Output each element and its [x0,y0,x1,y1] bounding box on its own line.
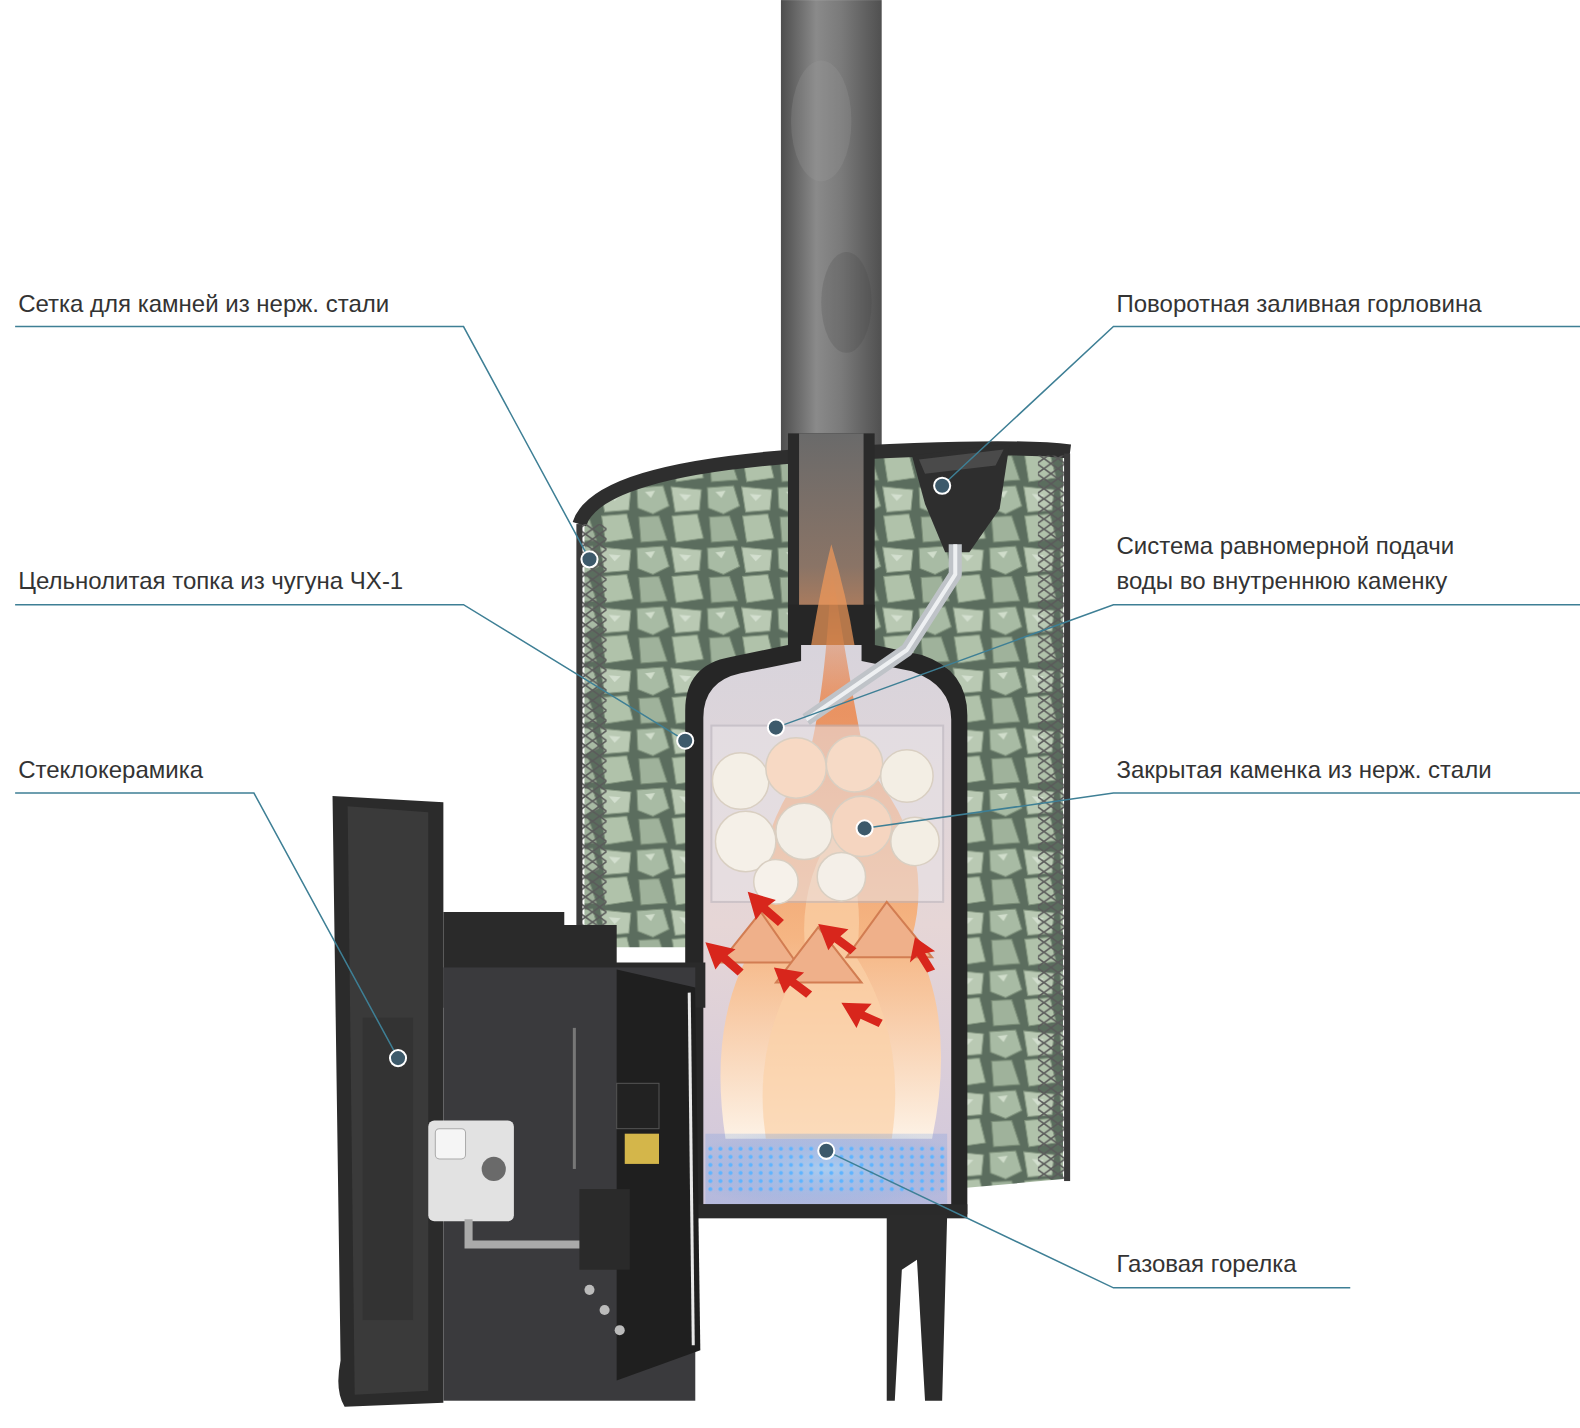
callout-label: Закрытая каменка из нерж. стали [1116,753,1491,788]
callout-label: Поворотная заливная горловина [1116,287,1481,322]
callout-label: Газовая горелка [1116,1247,1296,1282]
callout-label: Система равномерной подачи воды во внутр… [1116,529,1489,599]
callout-label: Цельнолитая топка из чугуна ЧХ-1 [18,564,403,599]
callout-label: Стеклокерамика [18,753,203,788]
callout-label: Сетка для камней из нерж. стали [18,287,389,322]
